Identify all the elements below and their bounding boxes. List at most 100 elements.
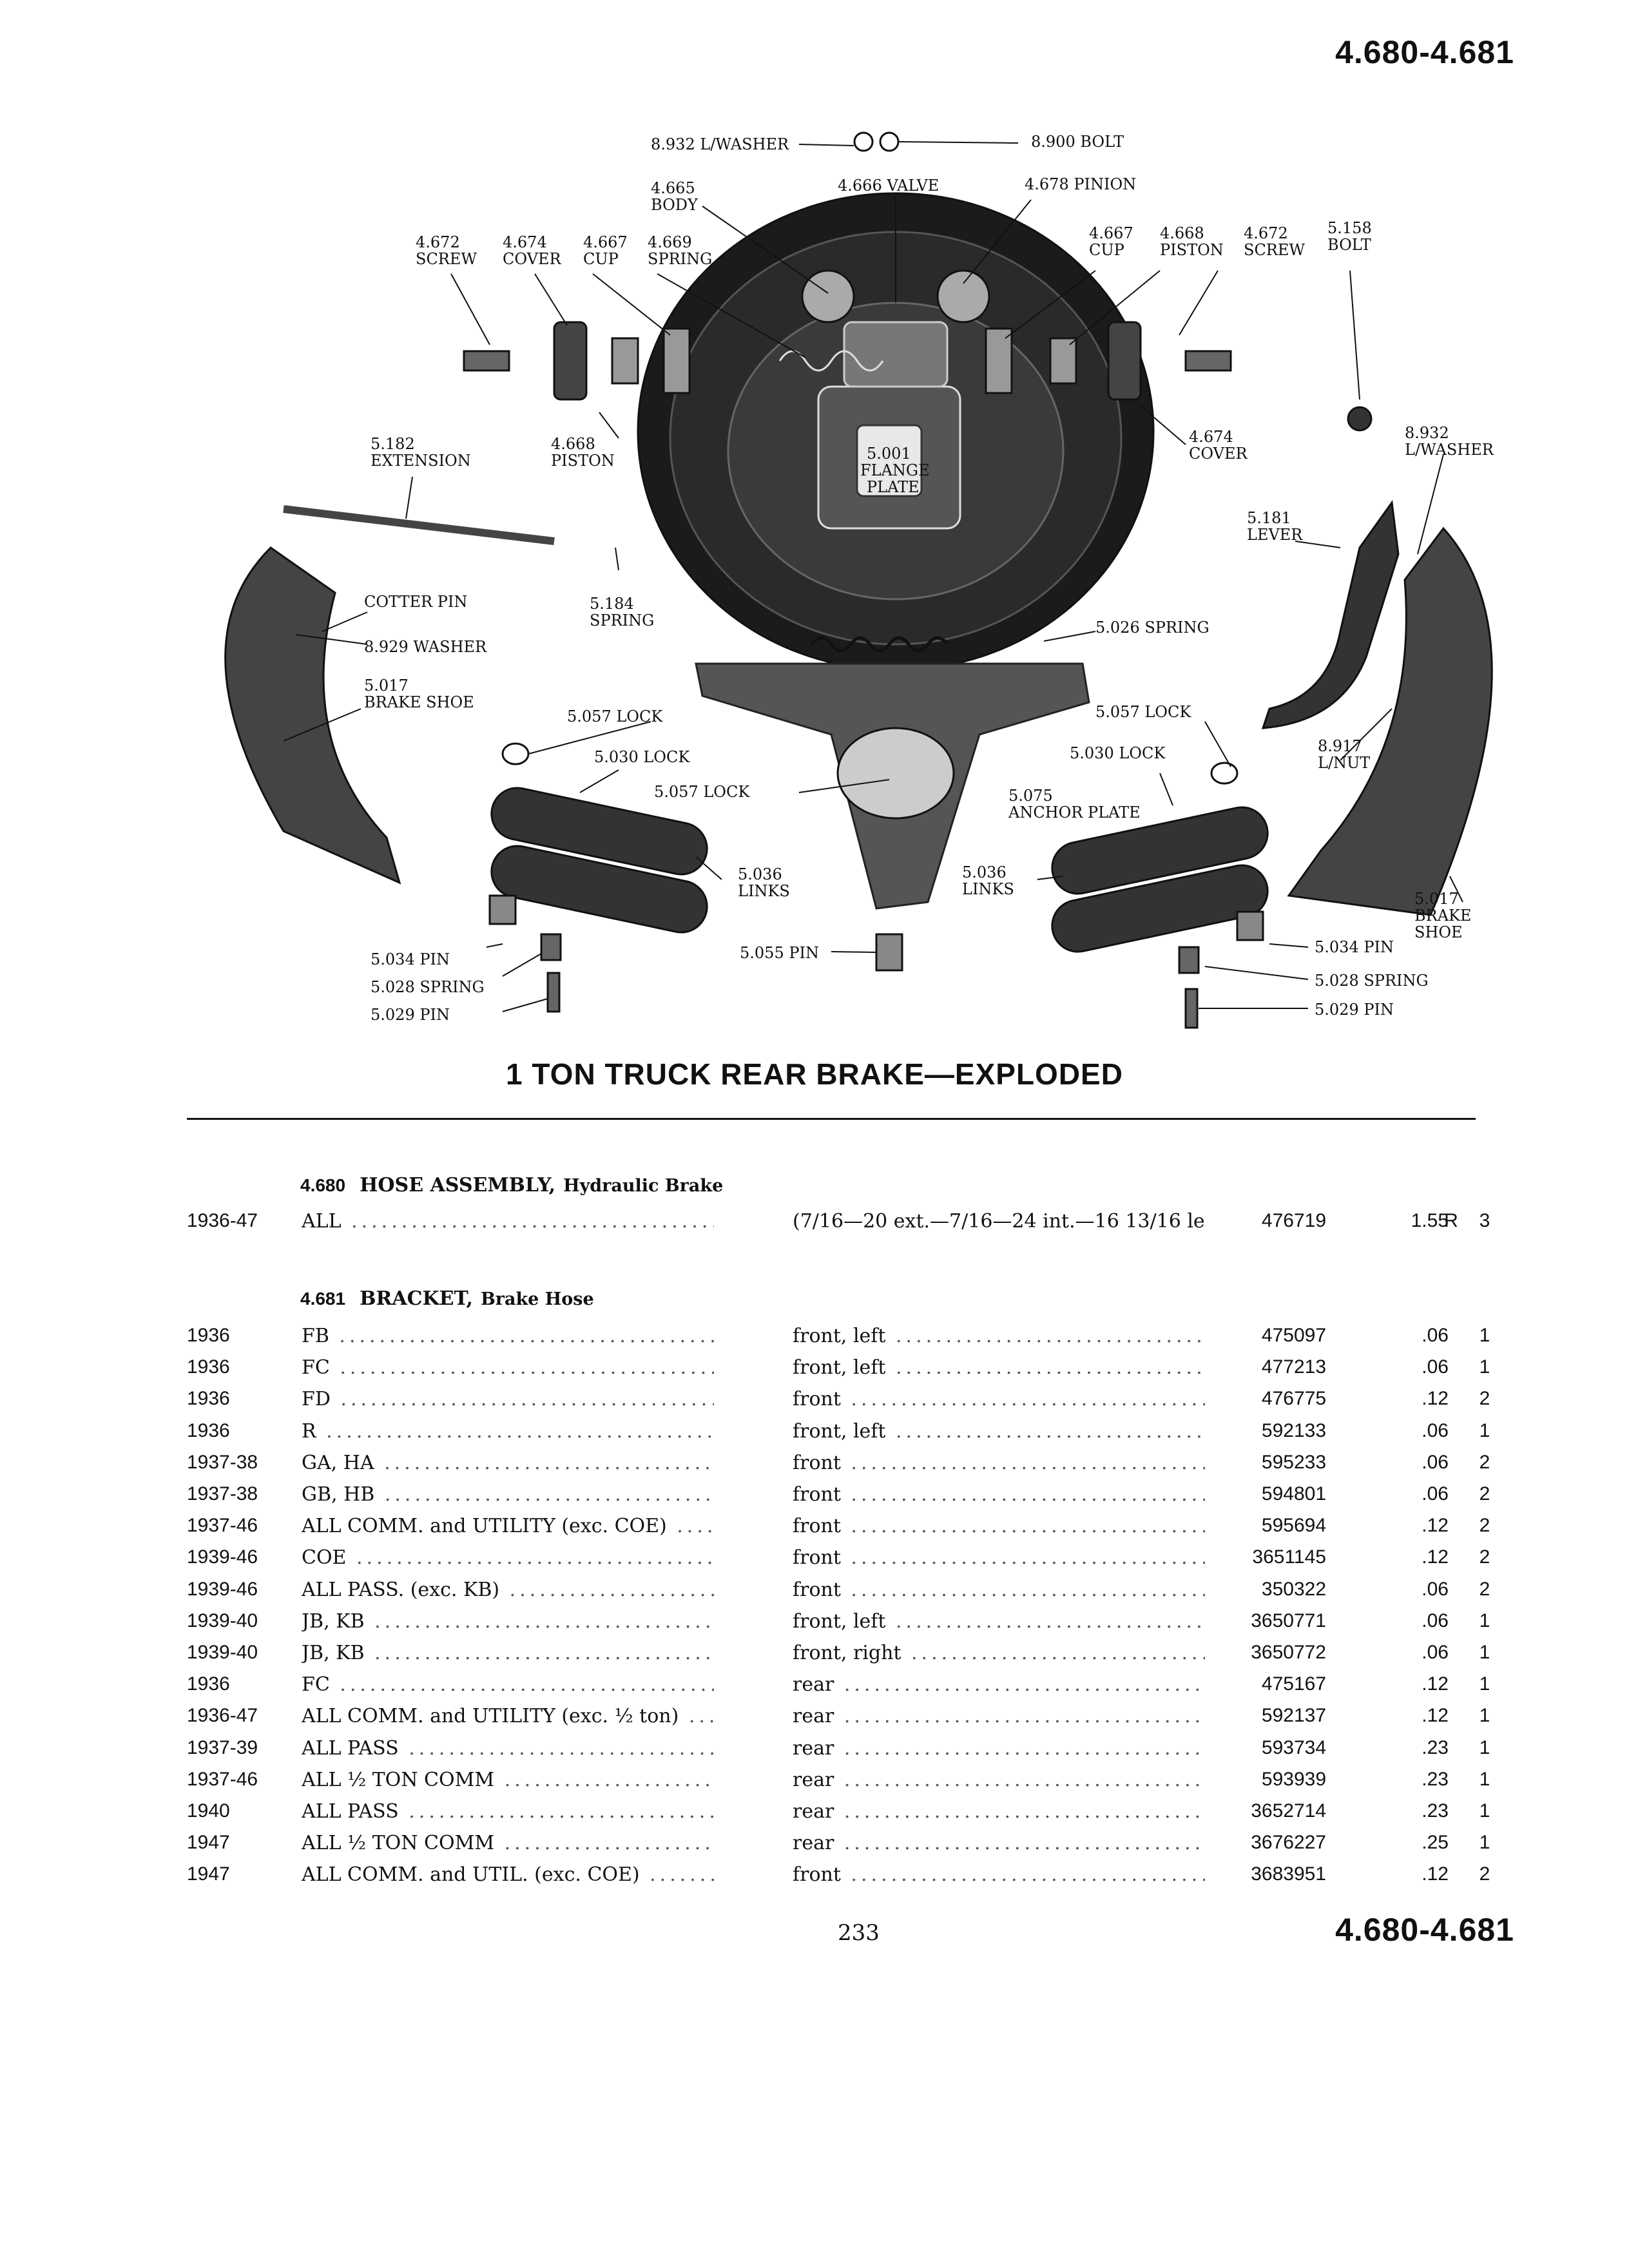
cell-qty: 2 [1479,1863,1490,1885]
cell-part: 595233 [1261,1451,1326,1473]
leader-dots: ........................................… [843,1736,1205,1760]
cell-price: .06 [1422,1578,1449,1600]
cell-qty: 1 [1479,1642,1490,1663]
label-spring-left-number: 4.669 [648,233,692,251]
leader-dots: ........................................… [843,1832,1205,1855]
leader-dots: ........................................… [351,1210,714,1233]
cell-part: 350322 [1261,1578,1326,1600]
cell-part: 592137 [1261,1705,1326,1727]
label-links-right-name: LINKS [962,880,1014,898]
label-flange-plate: PLATE [867,478,920,496]
label-shoe-left-number: 5.017 [364,677,409,695]
cell-qty: 2 [1479,1578,1490,1600]
cell-model: ALL ½ TON COMM .........................… [302,1832,714,1854]
leader-dots: ........................................… [843,1768,1205,1791]
cell-price: .23 [1422,1800,1449,1821]
cell-year: 1937-38 [187,1451,258,1473]
cell-year: 1947 [187,1832,230,1854]
cell-year: 1936 [187,1356,230,1378]
leader-dots: ........................................… [851,1388,1205,1411]
cell-part: 3651145 [1252,1546,1326,1568]
leader-dots: ........................................… [340,1356,714,1379]
cell-price: .12 [1422,1863,1449,1885]
cell-qty: 2 [1479,1483,1490,1504]
section-code: 4.680 [300,1175,346,1195]
cell-year: 1940 [187,1800,230,1821]
cell-part: 593939 [1261,1768,1326,1790]
cell-desc: front, left ............................… [793,1420,1205,1443]
label-shoe-right-number: 5.017 [1414,890,1459,908]
label-bolt-right-number: 5.158 [1327,219,1372,237]
cell-desc: rear ...................................… [793,1737,1205,1760]
label-spring184-name: SPRING [590,611,654,629]
section-subtitle: Brake Hose [480,1289,594,1309]
label-pinion: 4.678 PINION [1025,175,1136,193]
cell-model: COE ....................................… [302,1546,714,1569]
diagram-caption: 1 TON TRUCK REAR BRAKE—EXPLODED [506,1057,1123,1091]
leader-dots: ........................................… [384,1451,714,1474]
left-brake-shoe-drawing [224,546,401,885]
label-shoe-left-name: BRAKE SHOE [364,693,474,711]
leader-dots: ........................................… [384,1483,714,1506]
label-links-left-number: 5.036 [738,865,782,883]
cell-model: ALL COMM. and UTILITY (exc. ½ ton) .....… [302,1705,714,1727]
cell-price: .06 [1422,1325,1449,1346]
cell-model: FD .....................................… [302,1388,714,1410]
leader-dots: ........................................… [688,1705,714,1728]
cell-year: 1939-46 [187,1546,258,1568]
leader-dots: ........................................… [339,1325,714,1347]
cell-part: 476719 [1261,1210,1326,1231]
cell-desc: rear ...................................… [793,1705,1205,1727]
label-lock030-left: 5.030 LOCK [594,748,690,766]
label-cup-left-number: 4.667 [583,233,628,251]
cell-model: JB, KB .................................… [302,1642,714,1664]
cell-desc: front ..................................… [793,1452,1205,1474]
cell-qty: 1 [1479,1673,1490,1695]
label-lock030-right: 5.030 LOCK [1070,744,1166,762]
cell-year: 1936 [187,1419,230,1441]
backing-plate-drawing [637,192,1155,671]
leader-dots: ........................................… [374,1642,714,1664]
links-right-drawing [1051,806,1269,895]
label-cover-left-name: COVER [503,250,561,268]
leader-dots: ........................................… [650,1863,714,1887]
cell-part: 3650771 [1251,1610,1326,1631]
label-pin034-right: 5.034 PIN [1315,938,1394,956]
label-piston-left-name: PISTON [551,452,615,470]
cell-qty: 1 [1479,1705,1490,1727]
lever-drawing [1261,500,1400,729]
label-pin029-right: 5.029 PIN [1315,1001,1394,1019]
leader-dots: ........................................… [504,1832,714,1855]
leader-dots: ........................................… [851,1451,1205,1474]
cell-desc: rear ...................................… [793,1673,1205,1696]
cell-qty: 3 [1479,1210,1490,1231]
leader-dots: ........................................… [851,1546,1205,1570]
cell-price: 1.55 [1411,1210,1449,1231]
label-links-right-number: 5.036 [962,863,1007,881]
label-anchor-number: 5.075 [1008,787,1053,805]
leader-dots: ........................................… [896,1325,1205,1347]
leader-dots: ........................................… [340,1673,714,1696]
cell-qty: 2 [1479,1388,1490,1410]
label-extension-name: EXTENSION [371,452,471,470]
label-spring-left-name: SPRING [648,250,712,268]
divider-rule [187,1118,1476,1120]
cell-price: .06 [1422,1483,1449,1504]
cell-qty: 2 [1479,1515,1490,1537]
cell-year: 1947 [187,1863,230,1885]
cell-price: .06 [1422,1610,1449,1631]
cell-model: FC .....................................… [302,1673,714,1696]
section-title: HOSE ASSEMBLY, [360,1174,556,1196]
label-spring184-number: 5.184 [590,595,634,613]
label-pin029-left: 5.029 PIN [371,1006,450,1024]
cell-year: 1937-46 [187,1515,258,1537]
leader-dots: ........................................… [896,1419,1205,1443]
label-flange-name: FLANGE [860,461,930,479]
